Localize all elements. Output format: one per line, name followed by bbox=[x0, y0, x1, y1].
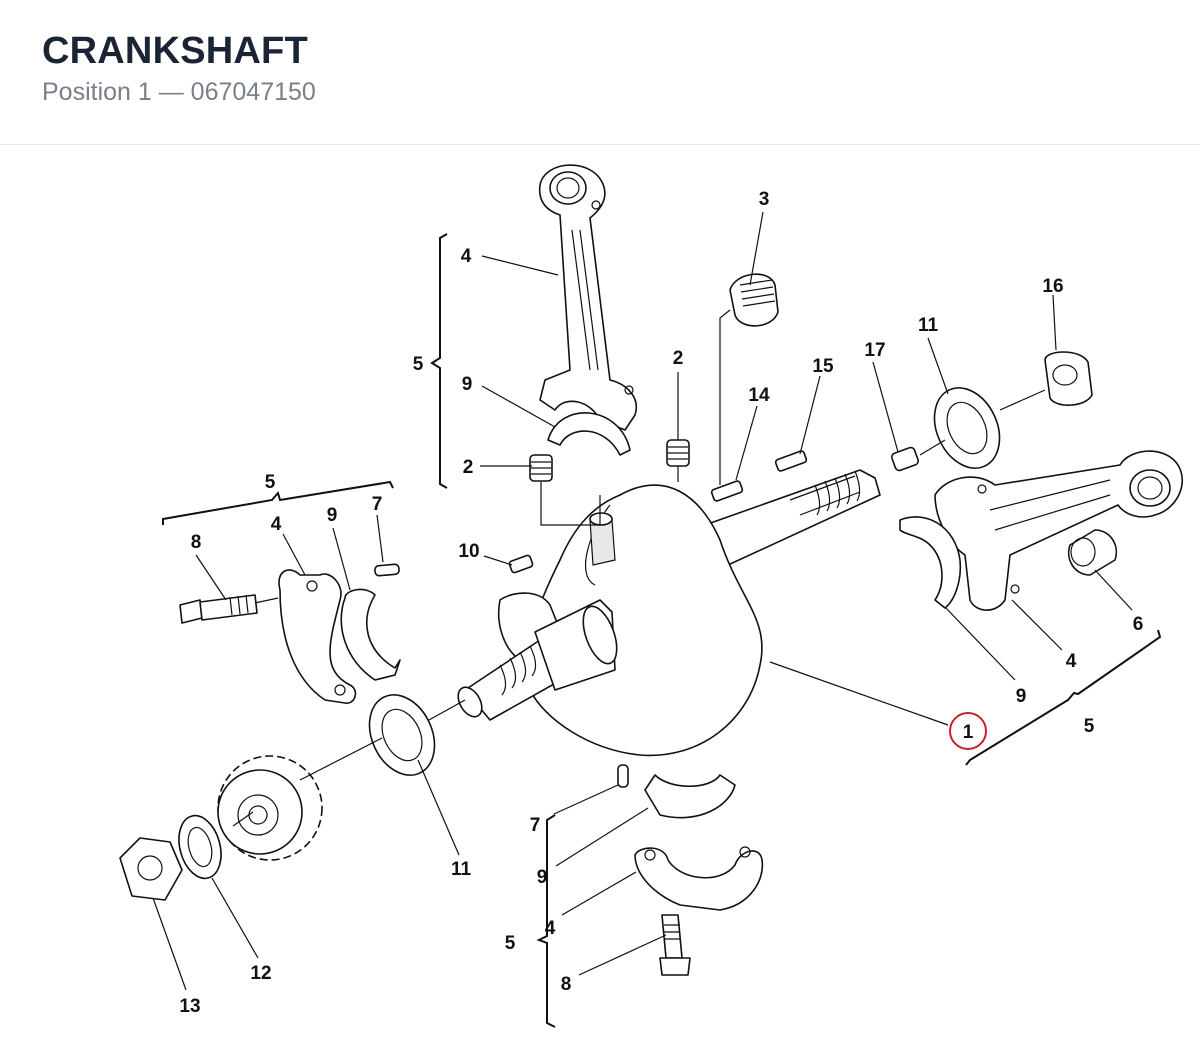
callout-5[interactable]: 5 bbox=[265, 472, 276, 493]
dowel-pin-left[interactable] bbox=[374, 563, 400, 577]
callout-5[interactable]: 5 bbox=[1084, 716, 1095, 737]
callout-7[interactable]: 7 bbox=[530, 815, 541, 836]
callout-8[interactable]: 8 bbox=[191, 532, 202, 553]
position-label: Position 1 — 067047150 bbox=[42, 78, 316, 106]
callout-7[interactable]: 7 bbox=[372, 494, 383, 515]
bearing-shell-left[interactable] bbox=[340, 588, 401, 681]
grub-screw-2b[interactable] bbox=[666, 439, 690, 467]
group-brackets bbox=[162, 233, 1162, 1028]
callout-9[interactable]: 9 bbox=[1016, 686, 1027, 707]
grub-screw-2a[interactable] bbox=[529, 454, 553, 482]
dowel-pin-lower[interactable] bbox=[617, 764, 629, 788]
callout-11[interactable]: 11 bbox=[918, 315, 939, 336]
callout-9[interactable]: 9 bbox=[462, 374, 473, 395]
page-header: CRANKSHAFT Position 1 — 067047150 bbox=[0, 0, 1200, 145]
timing-gear[interactable] bbox=[217, 755, 323, 861]
hex-nut[interactable] bbox=[119, 837, 183, 901]
callout-8[interactable]: 8 bbox=[561, 974, 572, 995]
callout-1[interactable]: 1 bbox=[963, 722, 974, 743]
bearing-shell-lower[interactable] bbox=[644, 774, 736, 819]
callout-5[interactable]: 5 bbox=[505, 933, 516, 954]
callout-6[interactable]: 6 bbox=[1133, 614, 1144, 635]
callout-12[interactable]: 12 bbox=[250, 963, 271, 984]
connecting-rod-upper[interactable] bbox=[538, 164, 637, 431]
bearing-shell-upper[interactable] bbox=[547, 412, 631, 456]
callout-10[interactable]: 10 bbox=[458, 541, 479, 562]
oil-plug-3[interactable] bbox=[729, 273, 779, 327]
callout-4[interactable]: 4 bbox=[545, 918, 556, 939]
rod-cap-lower[interactable] bbox=[634, 846, 764, 911]
woodruff-key-14[interactable] bbox=[710, 480, 744, 502]
bearing-shell-right[interactable] bbox=[899, 516, 962, 609]
grub-screw-17[interactable] bbox=[890, 446, 920, 472]
rod-bolt-lower[interactable] bbox=[659, 914, 691, 976]
small-end-bushing[interactable] bbox=[1068, 529, 1117, 576]
callout-14[interactable]: 14 bbox=[748, 385, 770, 406]
callout-17[interactable]: 17 bbox=[864, 340, 885, 361]
rod-cap-left[interactable] bbox=[278, 569, 357, 704]
callout-9[interactable]: 9 bbox=[327, 505, 338, 526]
rear-nut[interactable] bbox=[1044, 351, 1093, 406]
callout-15[interactable]: 15 bbox=[812, 356, 834, 377]
callout-3[interactable]: 3 bbox=[759, 189, 770, 210]
callout-9[interactable]: 9 bbox=[537, 867, 548, 888]
callout-4[interactable]: 4 bbox=[461, 246, 472, 267]
callout-2[interactable]: 2 bbox=[463, 457, 474, 478]
rod-bolt-left[interactable] bbox=[179, 594, 258, 624]
oil-seal-front[interactable] bbox=[357, 684, 447, 785]
lock-washer[interactable] bbox=[172, 811, 227, 883]
woodruff-key-10[interactable] bbox=[508, 554, 534, 574]
callout-5[interactable]: 5 bbox=[413, 354, 424, 375]
callout-4[interactable]: 4 bbox=[1066, 651, 1077, 672]
connecting-rod-right[interactable] bbox=[934, 450, 1184, 611]
oil-seal-rear[interactable] bbox=[922, 377, 1012, 478]
callout-4[interactable]: 4 bbox=[271, 514, 282, 535]
callout-11[interactable]: 11 bbox=[451, 859, 472, 880]
callout-2[interactable]: 2 bbox=[673, 348, 684, 369]
leader-lines bbox=[152, 211, 1133, 991]
page-title: CRANKSHAFT bbox=[42, 30, 308, 72]
callout-labels: 1 2 2 3 4 4 4 4 5 5 5 5 6 7 7 8 8 9 9 9 … bbox=[179, 189, 1143, 1017]
selected-part-highlight[interactable] bbox=[949, 712, 987, 750]
callout-16[interactable]: 16 bbox=[1042, 276, 1063, 297]
crankshaft-part[interactable] bbox=[453, 469, 881, 757]
woodruff-key-15[interactable] bbox=[774, 450, 808, 472]
callout-13[interactable]: 13 bbox=[179, 996, 200, 1017]
